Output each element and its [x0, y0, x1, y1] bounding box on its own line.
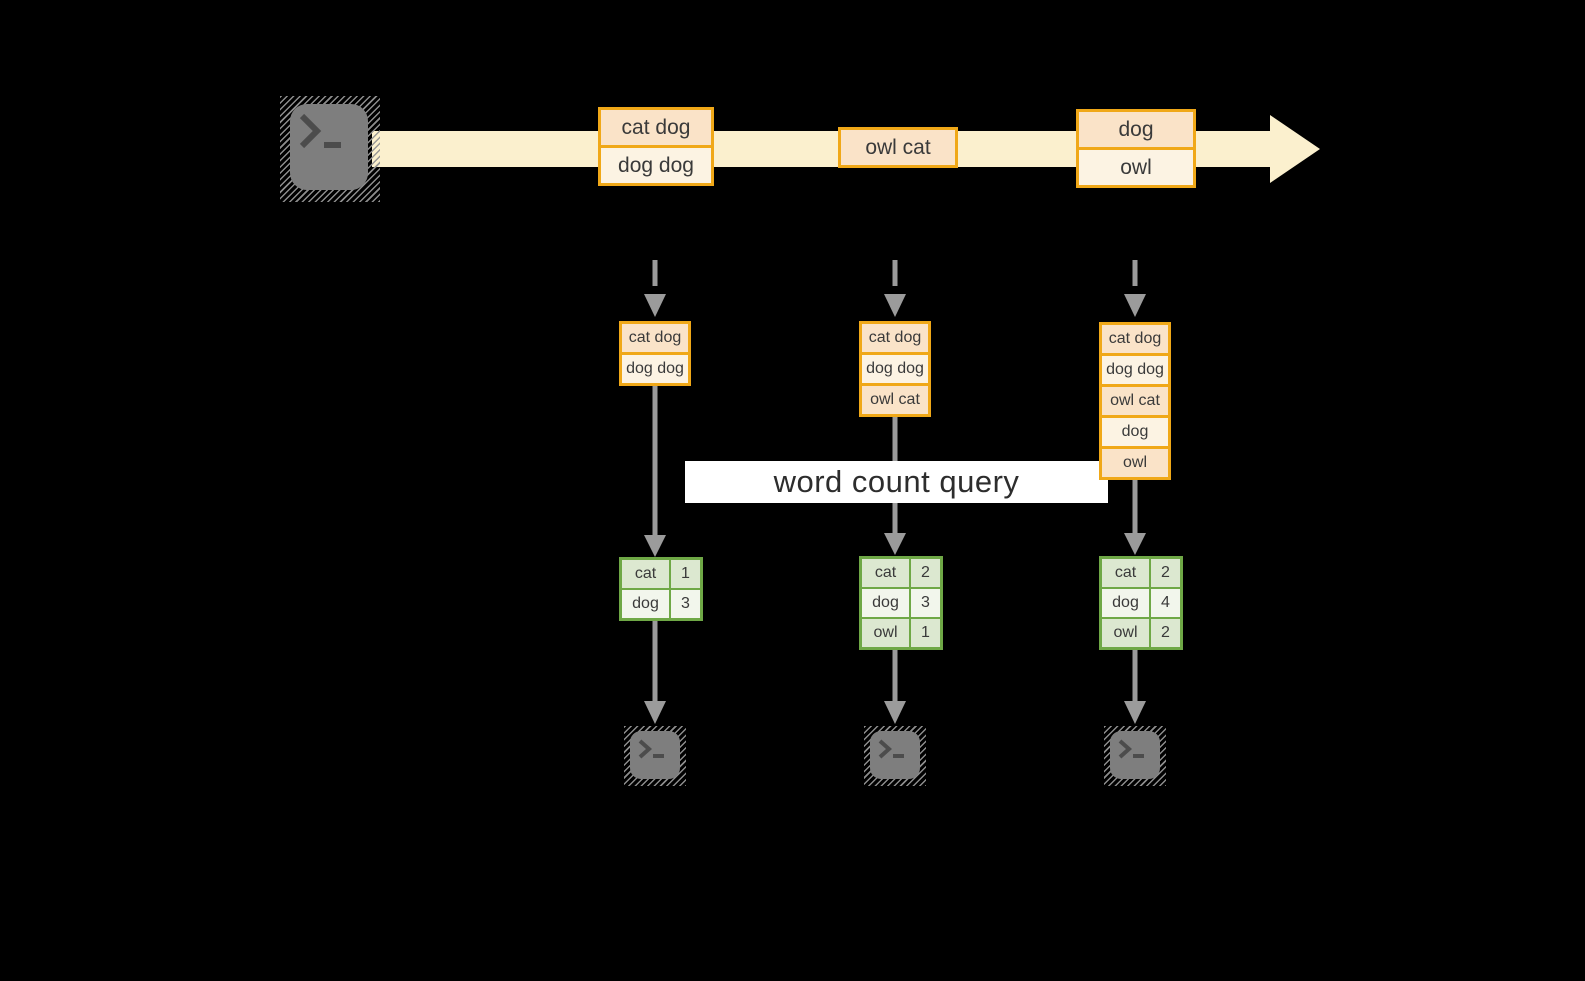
stream-record-box: cat dog dog dog: [598, 107, 714, 186]
word-cell: dog: [622, 590, 669, 618]
terminal-prompt-icon: [1118, 739, 1144, 759]
record-cell: dog: [1079, 112, 1193, 147]
record-cell: owl cat: [841, 130, 955, 165]
word-cell: cat: [1102, 559, 1149, 587]
count-table: cat 2 dog 3 owl 1: [859, 556, 943, 650]
record-cell: cat dog: [862, 324, 928, 352]
word-cell: owl: [1102, 619, 1149, 647]
record-cell: dog dog: [862, 352, 928, 383]
sink-terminal-icon: [1104, 726, 1166, 786]
record-cell: cat dog: [1102, 325, 1168, 353]
record-cell: cat dog: [601, 110, 711, 145]
terminal-prompt-icon: [638, 739, 664, 759]
record-cell: owl: [1079, 147, 1193, 185]
record-cell: dog dog: [1102, 353, 1168, 384]
count-cell: 1: [671, 560, 700, 588]
word-cell: dog: [862, 589, 909, 617]
count-cell: 2: [911, 559, 940, 587]
word-cell: dog: [1102, 589, 1149, 617]
sink-terminal-icon: [864, 726, 926, 786]
word-cell: cat: [622, 560, 669, 588]
sink-flow-arrow: [644, 621, 1146, 724]
record-cell: dog dog: [622, 352, 688, 383]
terminal-prompt-icon: [299, 113, 341, 149]
stream-record-box: owl cat: [838, 127, 958, 168]
record-cell: dog: [1102, 415, 1168, 446]
count-cell: 3: [671, 590, 700, 618]
word-cell: cat: [862, 559, 909, 587]
stream-arrow-head: [1270, 115, 1320, 183]
record-cell: dog dog: [601, 145, 711, 183]
buffer-stack: cat dog dog dog: [619, 321, 691, 386]
buffer-stack: cat dog dog dog owl cat: [859, 321, 931, 417]
record-cell: cat dog: [622, 324, 688, 352]
count-table: cat 1 dog 3: [619, 557, 703, 621]
query-band: [685, 461, 1108, 503]
count-table: cat 2 dog 4 owl 2: [1099, 556, 1183, 650]
buffer-stack: cat dog dog dog owl cat dog owl: [1099, 322, 1171, 480]
count-cell: 1: [911, 619, 940, 647]
count-cell: 2: [1151, 619, 1180, 647]
word-cell: owl: [862, 619, 909, 647]
record-cell: owl cat: [1102, 384, 1168, 415]
sink-terminal-icon: [624, 726, 686, 786]
source-terminal-icon: [280, 96, 380, 202]
count-cell: 3: [911, 589, 940, 617]
count-cell: 2: [1151, 559, 1180, 587]
terminal-prompt-icon: [878, 739, 904, 759]
dashed-ingest-arrow: [644, 260, 1146, 317]
count-cell: 4: [1151, 589, 1180, 617]
stream-record-box: dog owl: [1076, 109, 1196, 188]
query-label: word count query: [773, 464, 1020, 499]
record-cell: owl: [1102, 446, 1168, 477]
record-cell: owl cat: [862, 383, 928, 414]
